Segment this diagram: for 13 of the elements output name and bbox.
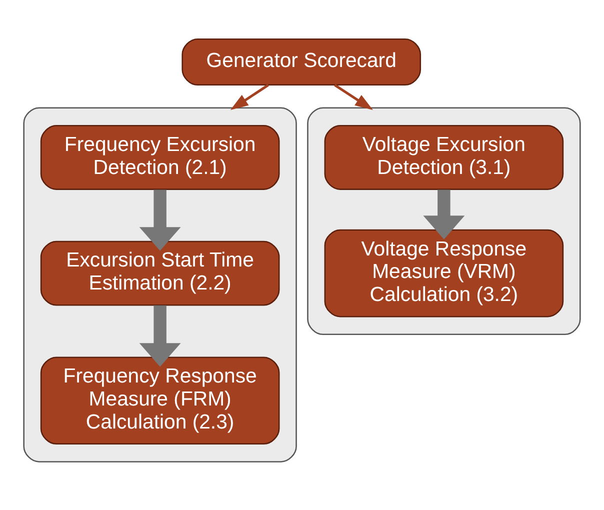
- cluster: [307, 106, 581, 335]
- node-box: Frequency Excursion Detection (2.1): [40, 124, 280, 190]
- node-box: Voltage Excursion Detection (3.1): [324, 124, 564, 190]
- arrow: [423, 189, 465, 239]
- node-box: Generator Scorecard: [182, 38, 422, 86]
- arrow: [334, 84, 373, 110]
- arrow: [230, 84, 269, 110]
- cluster: [23, 106, 297, 462]
- node-box: Excursion Start Time Estimation (2.2): [40, 240, 280, 306]
- node-box: Frequency Response Measure (FRM) Calculation (2.3): [40, 356, 280, 444]
- arrow: [139, 189, 181, 250]
- arrow: [139, 304, 181, 366]
- node-box: Voltage Response Measure (VRM) Calculation (3.2): [324, 228, 564, 317]
